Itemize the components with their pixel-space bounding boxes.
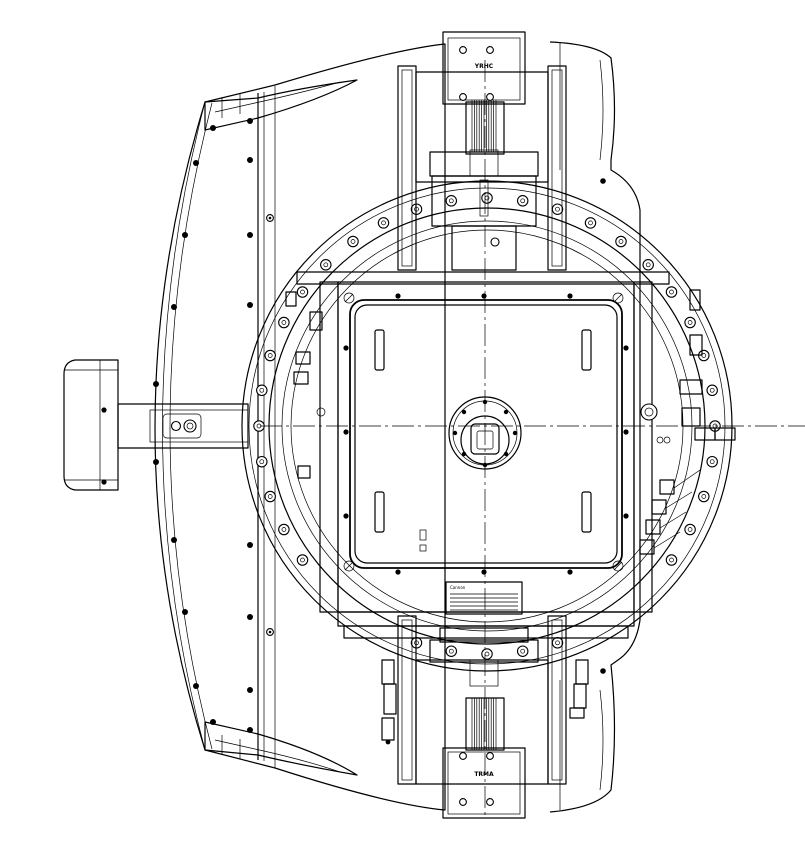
ring-bolt-center: [687, 527, 693, 532]
bottom-motor-bridge: [397, 615, 567, 819]
ring-bolt: [551, 637, 564, 649]
ring-bolt-center: [300, 557, 305, 563]
ring-bolt: [698, 490, 710, 503]
ring-bolt-center: [281, 527, 287, 532]
ring-bolt-center: [259, 387, 265, 393]
ring-bolt-center: [555, 206, 560, 212]
ring-bolt: [706, 455, 718, 468]
left-fittings: [285, 291, 326, 479]
ring-bolt: [516, 195, 529, 207]
ring-bolt: [706, 384, 718, 397]
nameplate: Cannon: [445, 581, 523, 615]
ring-bolt: [296, 286, 309, 298]
ring-bolt: [264, 349, 276, 362]
ring-bolt: [481, 648, 493, 660]
ring-bolt: [584, 217, 597, 229]
centerlines: [260, 60, 805, 818]
ring-bolt-center: [381, 220, 386, 226]
corner-bolts: [343, 292, 624, 572]
ring-bolt-center: [300, 289, 305, 295]
ring-bolt-center: [281, 320, 287, 325]
ring-bolt-center: [520, 648, 526, 654]
ring-bolt: [481, 192, 493, 204]
ring-bolt-center: [259, 459, 265, 465]
ring-bolt: [445, 645, 458, 657]
right-housing: [549, 41, 641, 813]
left-drive-motor: [63, 359, 119, 491]
ring-bolt: [551, 203, 564, 215]
bottom-motor-label: TRMA: [474, 771, 494, 778]
ring-bolt-center: [709, 387, 715, 393]
motor-cooling-fins: [471, 100, 497, 750]
wing-bolts: [153, 118, 274, 733]
table-slots: [374, 329, 592, 533]
top-motor-bridge: [397, 31, 567, 271]
ring-bolt-center: [669, 557, 674, 563]
ring-bolt-center: [267, 494, 273, 499]
ring-bolt: [615, 235, 627, 248]
square-table: [296, 271, 670, 639]
ring-bolt-center: [555, 640, 560, 646]
right-fittings: [639, 289, 736, 555]
ring-bolt: [347, 235, 359, 248]
ring-bolt-center: [669, 289, 674, 295]
ring-bolt: [278, 316, 290, 329]
ring-bolt: [516, 645, 529, 657]
ring-bolt-center: [323, 262, 329, 268]
ring-bolt-center: [687, 320, 693, 325]
ring-bolt-center: [709, 459, 715, 465]
ring-bolt-pattern: [253, 192, 721, 660]
ring-bolt: [684, 523, 696, 536]
ring-bolt-center: [645, 262, 651, 268]
rotary-ring: [241, 180, 733, 672]
ring-bolt: [377, 217, 390, 229]
bottom-fittings: [381, 659, 589, 745]
nameplate-brand: Cannon: [450, 585, 466, 590]
ring-bolt: [256, 455, 268, 468]
ring-bolt-center: [448, 648, 454, 654]
ring-bolt: [278, 523, 290, 536]
ring-bolt-center: [350, 239, 356, 244]
ring-bolt: [296, 554, 309, 566]
ring-bolt-center: [448, 198, 454, 204]
ring-bolt: [256, 384, 268, 397]
ring-bolt: [445, 195, 458, 207]
ring-bolt-center: [618, 239, 624, 244]
top-motor-label: YRHC: [474, 63, 494, 70]
edge-bolts: [343, 293, 629, 575]
ring-bolt: [684, 316, 696, 329]
ring-bolt: [665, 554, 678, 566]
ring-bolt-center: [701, 494, 707, 499]
ring-bolt: [320, 259, 332, 271]
ring-bolt-center: [267, 353, 273, 358]
ring-bolt-center: [588, 220, 593, 226]
ring-bolt-center: [520, 198, 526, 204]
ring-bolt: [665, 286, 678, 298]
ring-bolt: [642, 259, 654, 271]
ring-bolt: [264, 490, 276, 503]
